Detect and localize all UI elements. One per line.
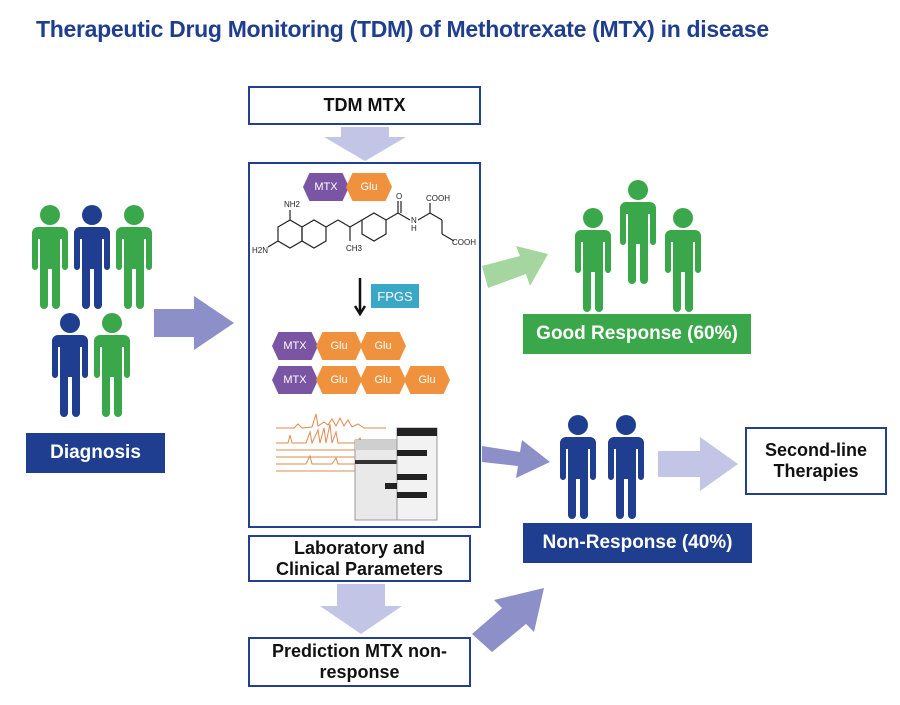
- hex-glu: Glu: [404, 366, 450, 394]
- good-response-label: Good Response (60%): [523, 314, 751, 354]
- arrow-non-response-icon: [482, 440, 550, 478]
- arrow-prediction-to-non-response-icon: [472, 588, 544, 652]
- laboratory-parameters-label: Laboratory and Clinical Parameters: [275, 537, 444, 579]
- arrow-second-line-icon: [658, 437, 738, 491]
- person-icon: [665, 208, 701, 312]
- diagram-title: Therapeutic Drug Monitoring (TDM) of Met…: [36, 16, 769, 42]
- hex-mtx: MTX: [272, 332, 318, 360]
- arrow-good-response-icon: [482, 246, 548, 288]
- person-icon: [94, 313, 130, 417]
- fpgs-enzyme-label: FPGS: [371, 284, 419, 308]
- chem-nh: N: [411, 216, 417, 225]
- prediction-label: Prediction MTX non-response: [272, 641, 447, 682]
- arrow-down-tdm-icon: [324, 127, 406, 161]
- hex-glu: Glu: [316, 366, 362, 394]
- arrow-right-diagnosis-icon: [154, 296, 234, 350]
- laboratory-parameters-box: Laboratory and Clinical Parameters: [248, 535, 471, 582]
- hex-glu: Glu: [346, 173, 392, 201]
- non-response-patients-icon: [560, 415, 644, 519]
- prediction-box: Prediction MTX non-response: [248, 637, 471, 687]
- hplc-instrument-icon: [354, 427, 438, 521]
- chem-cooh-top: COOH: [426, 194, 450, 203]
- person-icon: [52, 313, 88, 417]
- hex-glu: Glu: [360, 366, 406, 394]
- hex-glu: Glu: [316, 332, 362, 360]
- second-line-therapies-label: Second-line Therapies: [764, 440, 867, 481]
- chem-h2n: H2N: [252, 246, 268, 255]
- hex-mtx: MTX: [272, 366, 318, 394]
- diagnosis-patients-icon: [32, 205, 152, 417]
- chem-o: O: [396, 192, 402, 201]
- person-icon: [608, 415, 644, 519]
- chem-nh2: NH2: [284, 200, 301, 209]
- chem-cooh-bottom: COOH: [452, 238, 476, 247]
- second-line-therapies-box: Second-line Therapies: [745, 427, 887, 495]
- diagnosis-label: Diagnosis: [26, 433, 165, 473]
- person-icon: [116, 205, 152, 309]
- non-response-label: Non-Response (40%): [523, 523, 752, 563]
- chem-h: H: [411, 224, 417, 233]
- tdm-mtx-box: TDM MTX: [248, 86, 481, 125]
- person-icon: [74, 205, 110, 309]
- hex-glu: Glu: [360, 332, 406, 360]
- person-icon: [32, 205, 68, 309]
- tdm-mtx-label: TDM MTX: [323, 95, 406, 115]
- person-icon: [620, 180, 656, 284]
- hex-mtx: MTX: [303, 173, 349, 201]
- person-icon: [575, 208, 611, 312]
- arrow-down-prediction-icon: [320, 584, 402, 634]
- chem-ch3: CH3: [346, 244, 363, 253]
- person-icon: [560, 415, 596, 519]
- good-response-patients-icon: [575, 180, 701, 312]
- methotrexate-structure-icon: NH2 H2N CH3 COOH COOH O N H: [252, 192, 476, 255]
- fpgs-reaction-arrow-icon: [353, 278, 367, 317]
